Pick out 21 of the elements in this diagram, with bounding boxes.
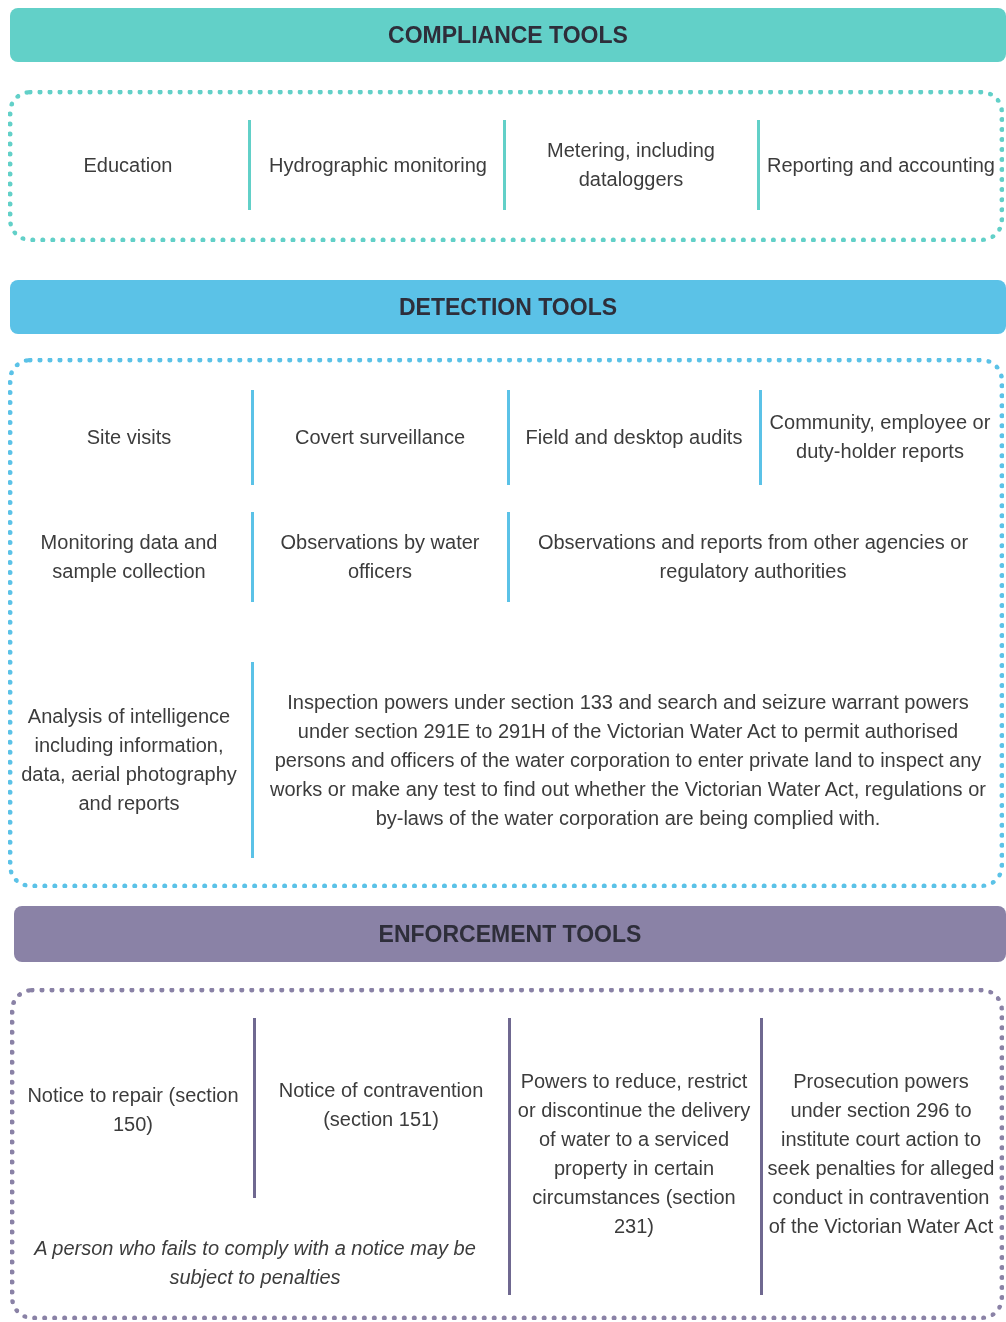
tool-label: Powers to reduce, restrict or discontinue the delivery of water to a serviced property in certain circumstances (section 231) xyxy=(516,1006,752,1302)
tool-label: Reporting and accounting xyxy=(765,120,997,210)
section-header: ENFORCEMENT TOOLS xyxy=(14,906,1006,962)
tool-label: Field and desktop audits xyxy=(512,390,756,485)
tool-label: Covert surveillance xyxy=(258,390,502,485)
tool-label: Observations and reports from other agencies or regulatory authorities xyxy=(512,512,994,602)
tool-label: Prosecution powers under section 296 to institute court action to seek penalties for alleged conduct in contravention of the Victorian Water Act xyxy=(766,1006,996,1302)
tool-label: Monitoring data and sample collection xyxy=(14,512,244,602)
note-text: A person who fails to comply with a notice may be subject to penalties xyxy=(30,1230,480,1296)
tool-label: Notice of contravention (section 151) xyxy=(262,1040,500,1170)
section-header: COMPLIANCE TOOLS xyxy=(10,8,1006,62)
tool-label: Education xyxy=(10,120,246,210)
tool-label: Community, employee or duty-holder reports xyxy=(766,376,994,498)
tool-label: Hydrographic monitoring xyxy=(258,120,498,210)
tool-label: Notice to repair (section 150) xyxy=(20,1060,246,1160)
tool-label: Metering, including dataloggers xyxy=(510,110,752,220)
section-header: DETECTION TOOLS xyxy=(10,280,1006,334)
tool-label: Inspection powers under section 133 and search and seizure warrant powers under section 291E to 291H of the Victorian Water Act to permit authorised persons and officers of the water corporation to enter private land to inspect any works or make any test to find out whether the Victorian Water Act, regulations or by-laws of the water corporation are being complied with. xyxy=(262,655,994,865)
tool-label: Analysis of intelligence including information, data, aerial photography and reports xyxy=(14,655,244,865)
tool-label: Site visits xyxy=(14,390,244,485)
tool-label: Observations by water officers xyxy=(258,512,502,602)
